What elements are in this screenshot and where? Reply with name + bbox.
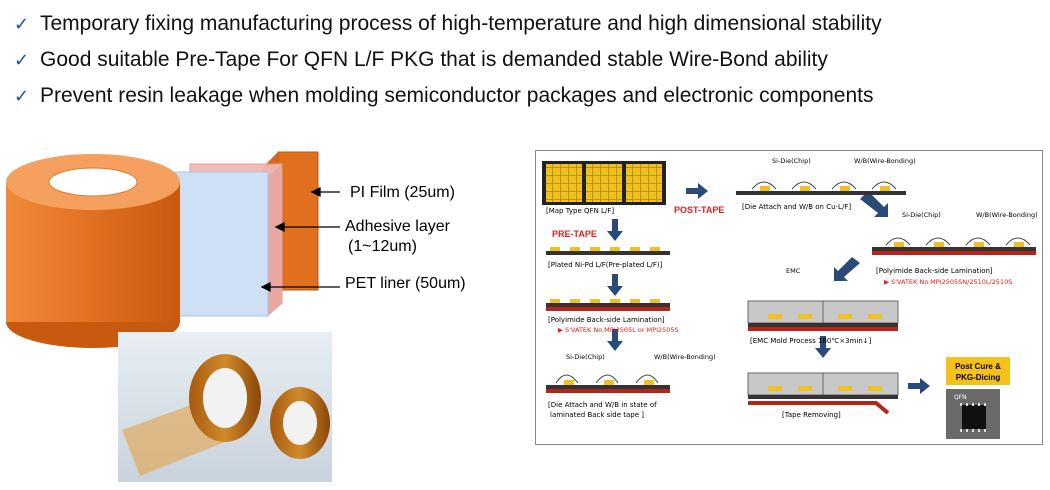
post-cure-badge — [946, 357, 1010, 385]
post-tape-label: POST-TAPE — [674, 205, 724, 215]
bullet-item: ✓ Temporary fixing manufacturing process… — [14, 6, 1034, 42]
plated-caption: [Plated Ni-Pd L/F(Pre-plated L/F)] — [548, 261, 663, 269]
check-icon: ✓ — [14, 85, 30, 106]
tape-removing-block — [747, 372, 899, 415]
tape-structure-diagram: PI Film (25um) Adhesive layer (1~12um) P… — [0, 140, 520, 485]
wb-label-top: W/B(Wire-Bonding) — [854, 157, 916, 165]
process-flow-diagram: [Map Type QFN L/F] POST-TAPE PRE-TAPE [P… — [535, 150, 1043, 445]
map-type-caption: [Map Type QFN L/F] — [546, 207, 614, 215]
post-cure-caption-1: Post Cure & — [955, 362, 1001, 371]
die-attach-cu-caption: [Die Attach and W/B on Cu-L/F] — [742, 203, 851, 211]
die-attach-left-strip — [546, 374, 670, 393]
pet-liner-label: PET liner (50um) — [345, 275, 466, 292]
qfn-package-image — [946, 389, 1000, 439]
die-attach-state-caption-2: laminated Back side tape ] — [550, 411, 644, 419]
svatek-right-caption: ▶ S'VATEK No.MPI2505SN/2510L/2510S — [884, 278, 1012, 286]
qfn-label: QFN — [954, 394, 967, 401]
si-die-label-top: Si-Die(Chip) — [772, 157, 811, 165]
svatek-left-caption: ▶ S'VATEK No.MPI2505L or MPI2505S — [558, 326, 679, 334]
tape-roll-illustration — [6, 151, 340, 482]
polyimide-right-caption: [Polyimide Back-side Lamination] — [876, 267, 993, 275]
si-die-label-right: Si-Die(Chip) — [902, 211, 941, 219]
map-type-lf-image — [542, 161, 666, 205]
bullet-item: ✓ Good suitable Pre-Tape For QFN L/F PKG… — [14, 42, 1034, 78]
post-cure-caption-2: PKG-Dicing — [956, 373, 1001, 382]
check-icon: ✓ — [14, 49, 30, 70]
layer-pointers — [260, 186, 340, 293]
wb-label-left: W/B(Wire-Bonding) — [654, 353, 716, 361]
process-flow-svg: [Map Type QFN L/F] POST-TAPE PRE-TAPE [P… — [542, 157, 1038, 439]
flow-arrows — [607, 183, 930, 394]
emc-label: EMC — [786, 267, 801, 275]
bullet-item: ✓ Prevent resin leakage when molding sem… — [14, 78, 1034, 114]
tape-removing-caption: [Tape Removing] — [782, 411, 841, 419]
bullet-text: Prevent resin leakage when molding semic… — [40, 84, 874, 107]
adhesive-thickness-label: (1~12um) — [348, 238, 417, 255]
emc-mold-block — [747, 300, 899, 331]
adhesive-layer-label: Adhesive layer — [345, 218, 450, 235]
tape-rolls-photo — [118, 332, 332, 482]
bullet-text: Good suitable Pre-Tape For QFN L/F PKG t… — [40, 48, 828, 71]
polyimide-left-caption: [Polyimide Back-side Lamination] — [548, 316, 665, 324]
polyimide-right-strip — [872, 237, 1036, 255]
si-die-label-left: Si-Die(Chip) — [566, 353, 605, 361]
feature-bullets: ✓ Temporary fixing manufacturing process… — [14, 6, 1034, 114]
wb-label-right: W/B(Wire-Bonding) — [976, 211, 1038, 219]
plated-lf-strip — [546, 247, 670, 255]
emc-mold-caption: [EMC Mold Process 180℃×3min↓] — [750, 337, 872, 345]
die-attach-state-caption-1: [Die Attach and W/B in state of — [548, 401, 657, 409]
orange-tape-roll — [6, 154, 180, 348]
check-icon: ✓ — [14, 13, 30, 34]
pi-film-label: PI Film (25um) — [350, 184, 455, 201]
bullet-text: Temporary fixing manufacturing process o… — [40, 12, 882, 35]
die-attach-cu-strip — [736, 181, 906, 195]
polyimide-left-strip — [546, 299, 670, 311]
pre-tape-label: PRE-TAPE — [552, 229, 597, 239]
